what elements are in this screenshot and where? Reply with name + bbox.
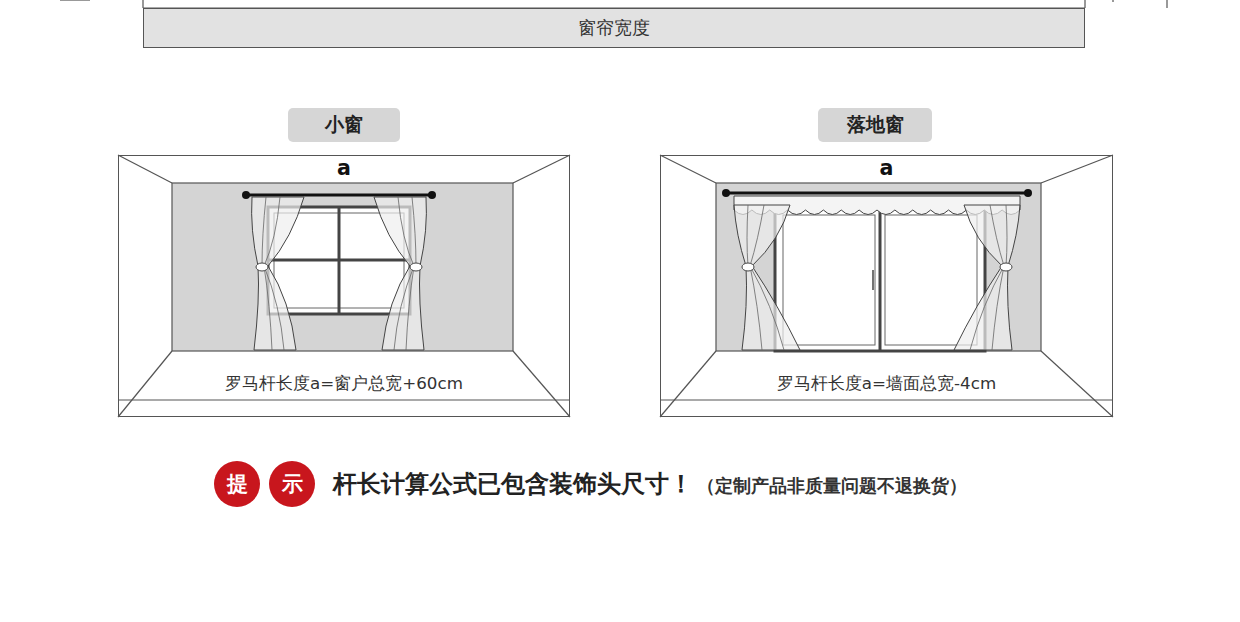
notice-circle: 提 <box>214 461 260 507</box>
formula-text: 罗马杆长度a=窗户总宽+60cm <box>119 373 569 395</box>
room-frame: a 罗马杆长度a=窗户总宽+60cm <box>118 155 570 417</box>
width-band: 窗帘宽度 <box>143 8 1085 48</box>
top-frame <box>60 0 1167 8</box>
window-type-tag: 小窗 <box>288 108 400 142</box>
node-label: 窗帘宽度 <box>578 16 650 40</box>
small-room <box>118 155 570 417</box>
window-type-tag: 落地窗 <box>818 108 932 142</box>
notice-circle: 示 <box>269 461 315 507</box>
floor-room <box>660 155 1113 417</box>
notice-text: 杆长计算公式已包含装饰头尺寸！ <box>333 468 693 500</box>
node-label: 小窗 <box>325 112 363 138</box>
dimension-label: a <box>119 156 569 180</box>
node-label: 示 <box>282 470 303 498</box>
node-label: 提 <box>227 470 248 498</box>
notice-note: （定制产品非质量问题不退换货） <box>697 474 967 498</box>
dimension-label: a <box>661 156 1112 180</box>
room-frame: a 罗马杆长度a=墙面总宽-4cm <box>660 155 1113 417</box>
node-label: 落地窗 <box>847 112 904 138</box>
formula-text: 罗马杆长度a=墙面总宽-4cm <box>661 373 1112 395</box>
